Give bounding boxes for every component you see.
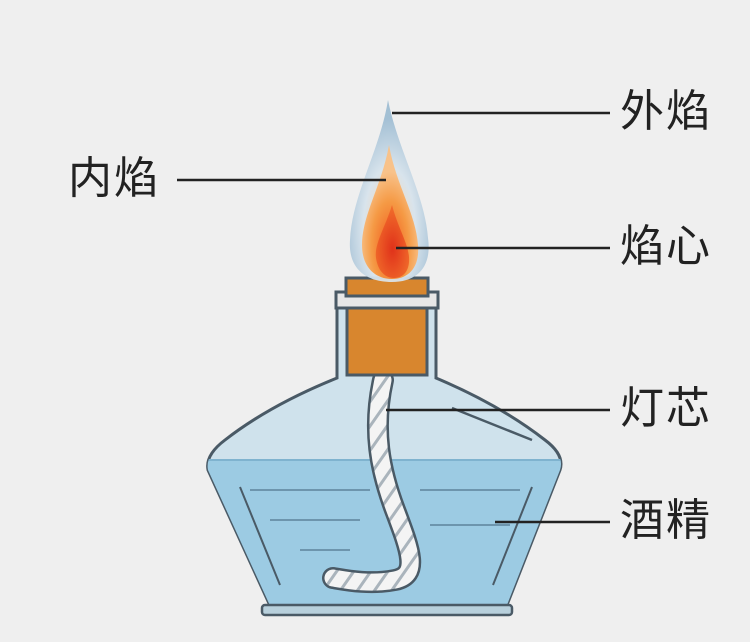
label-alcohol: 酒精 [620,495,712,546]
flame-core [375,205,410,278]
label-flame-core: 焰心 [620,221,712,272]
label-wick: 灯芯 [620,383,712,434]
lamp-base [260,603,514,617]
label-inner-flame: 内焰 [68,153,160,204]
label-outer-flame: 外焰 [620,86,712,137]
lamp-cap [345,298,429,377]
